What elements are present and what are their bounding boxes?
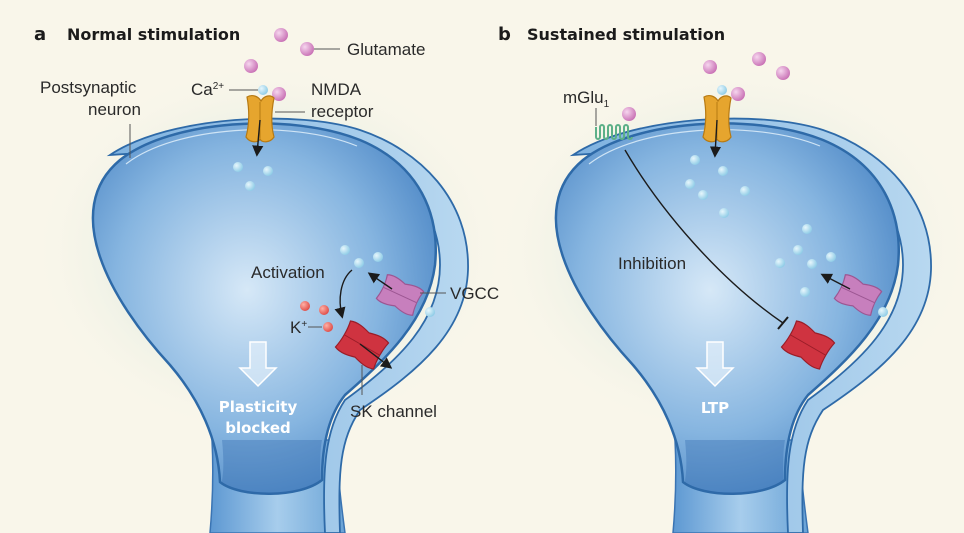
calcium-ion	[740, 186, 750, 196]
sk-channel	[780, 320, 836, 370]
activation-arrow	[334, 269, 353, 319]
calcium-ion	[245, 181, 255, 191]
vgcc-influx-arrow	[367, 272, 393, 290]
calcium-ion	[373, 252, 383, 262]
panel-title: Sustained stimulation	[527, 25, 725, 44]
mglu1-label: mGlu1	[563, 88, 610, 110]
calcium-influx-arrow	[709, 119, 722, 158]
down-arrow-icon	[695, 341, 735, 388]
panel-letter: a	[34, 24, 46, 45]
glutamate-molecule	[274, 28, 288, 42]
glutamate-molecule	[300, 42, 314, 56]
potassium-ion	[300, 301, 310, 311]
down-arrow-icon	[238, 341, 278, 388]
calcium-ion	[233, 162, 243, 172]
nmda-label-line2: receptor	[311, 102, 374, 121]
outcome-label: LTP	[701, 399, 729, 417]
glutamate-molecule	[731, 87, 745, 101]
glutamate-molecule	[622, 107, 636, 121]
inhibition-label: Inhibition	[618, 254, 686, 273]
glutamate-molecule	[703, 60, 717, 74]
calcium-ion	[793, 245, 803, 255]
nmda-label-line1: NMDA	[311, 80, 362, 99]
calcium-ion	[425, 307, 435, 317]
nmda-receptor	[245, 95, 275, 143]
calcium-influx-arrow	[252, 119, 264, 157]
calcium-ion	[263, 166, 273, 176]
potassium-ion	[323, 322, 333, 332]
calcium-ion	[690, 155, 700, 165]
inhibition-line	[624, 149, 784, 324]
calcium-ion	[718, 166, 728, 176]
outcome-label-line1: Plasticity	[219, 398, 298, 416]
postsynaptic-label-line2: neuron	[88, 100, 141, 119]
vgcc-channel	[833, 274, 883, 316]
panel-b: b Sustained stimulation mGlu1	[491, 24, 964, 533]
vgcc-influx-arrow	[820, 273, 851, 290]
panel-letter: b	[498, 24, 511, 45]
calcium-ion	[685, 179, 695, 189]
glutamate-molecule	[776, 66, 790, 80]
glutamate-label: Glutamate	[347, 40, 425, 59]
calcium-ion	[354, 258, 364, 268]
calcium-ion	[878, 307, 888, 317]
inhibition-bar	[777, 316, 789, 330]
potassium-efflux-arrow	[359, 343, 393, 369]
calcium-ion	[800, 287, 810, 297]
outcome-label-line2: blocked	[225, 419, 291, 437]
calcium-ion	[719, 208, 729, 218]
glutamate-molecule	[752, 52, 766, 66]
panel-a: a Normal stimulation Glutamate Postsynap…	[28, 24, 512, 533]
postsynaptic-label-line1: Postsynaptic	[40, 78, 137, 97]
calcium-ion	[717, 85, 727, 95]
calcium-label: Ca2+	[191, 80, 224, 99]
activation-label: Activation	[251, 263, 325, 282]
mglu1-receptor	[595, 124, 633, 140]
panel-title: Normal stimulation	[67, 25, 240, 44]
calcium-ion	[258, 85, 268, 95]
calcium-ion	[340, 245, 350, 255]
vgcc-channel	[375, 274, 425, 316]
calcium-ion	[802, 224, 812, 234]
calcium-ion	[698, 190, 708, 200]
potassium-ion	[319, 305, 329, 315]
glutamate-molecule	[244, 59, 258, 73]
nmda-receptor	[702, 95, 732, 143]
calcium-ion	[826, 252, 836, 262]
potassium-label: K+	[290, 318, 307, 337]
calcium-ion	[807, 259, 817, 269]
sk-channel-label: SK channel	[350, 402, 437, 421]
vgcc-label: VGCC	[450, 284, 499, 303]
glutamate-molecule	[272, 87, 286, 101]
calcium-ion	[775, 258, 785, 268]
